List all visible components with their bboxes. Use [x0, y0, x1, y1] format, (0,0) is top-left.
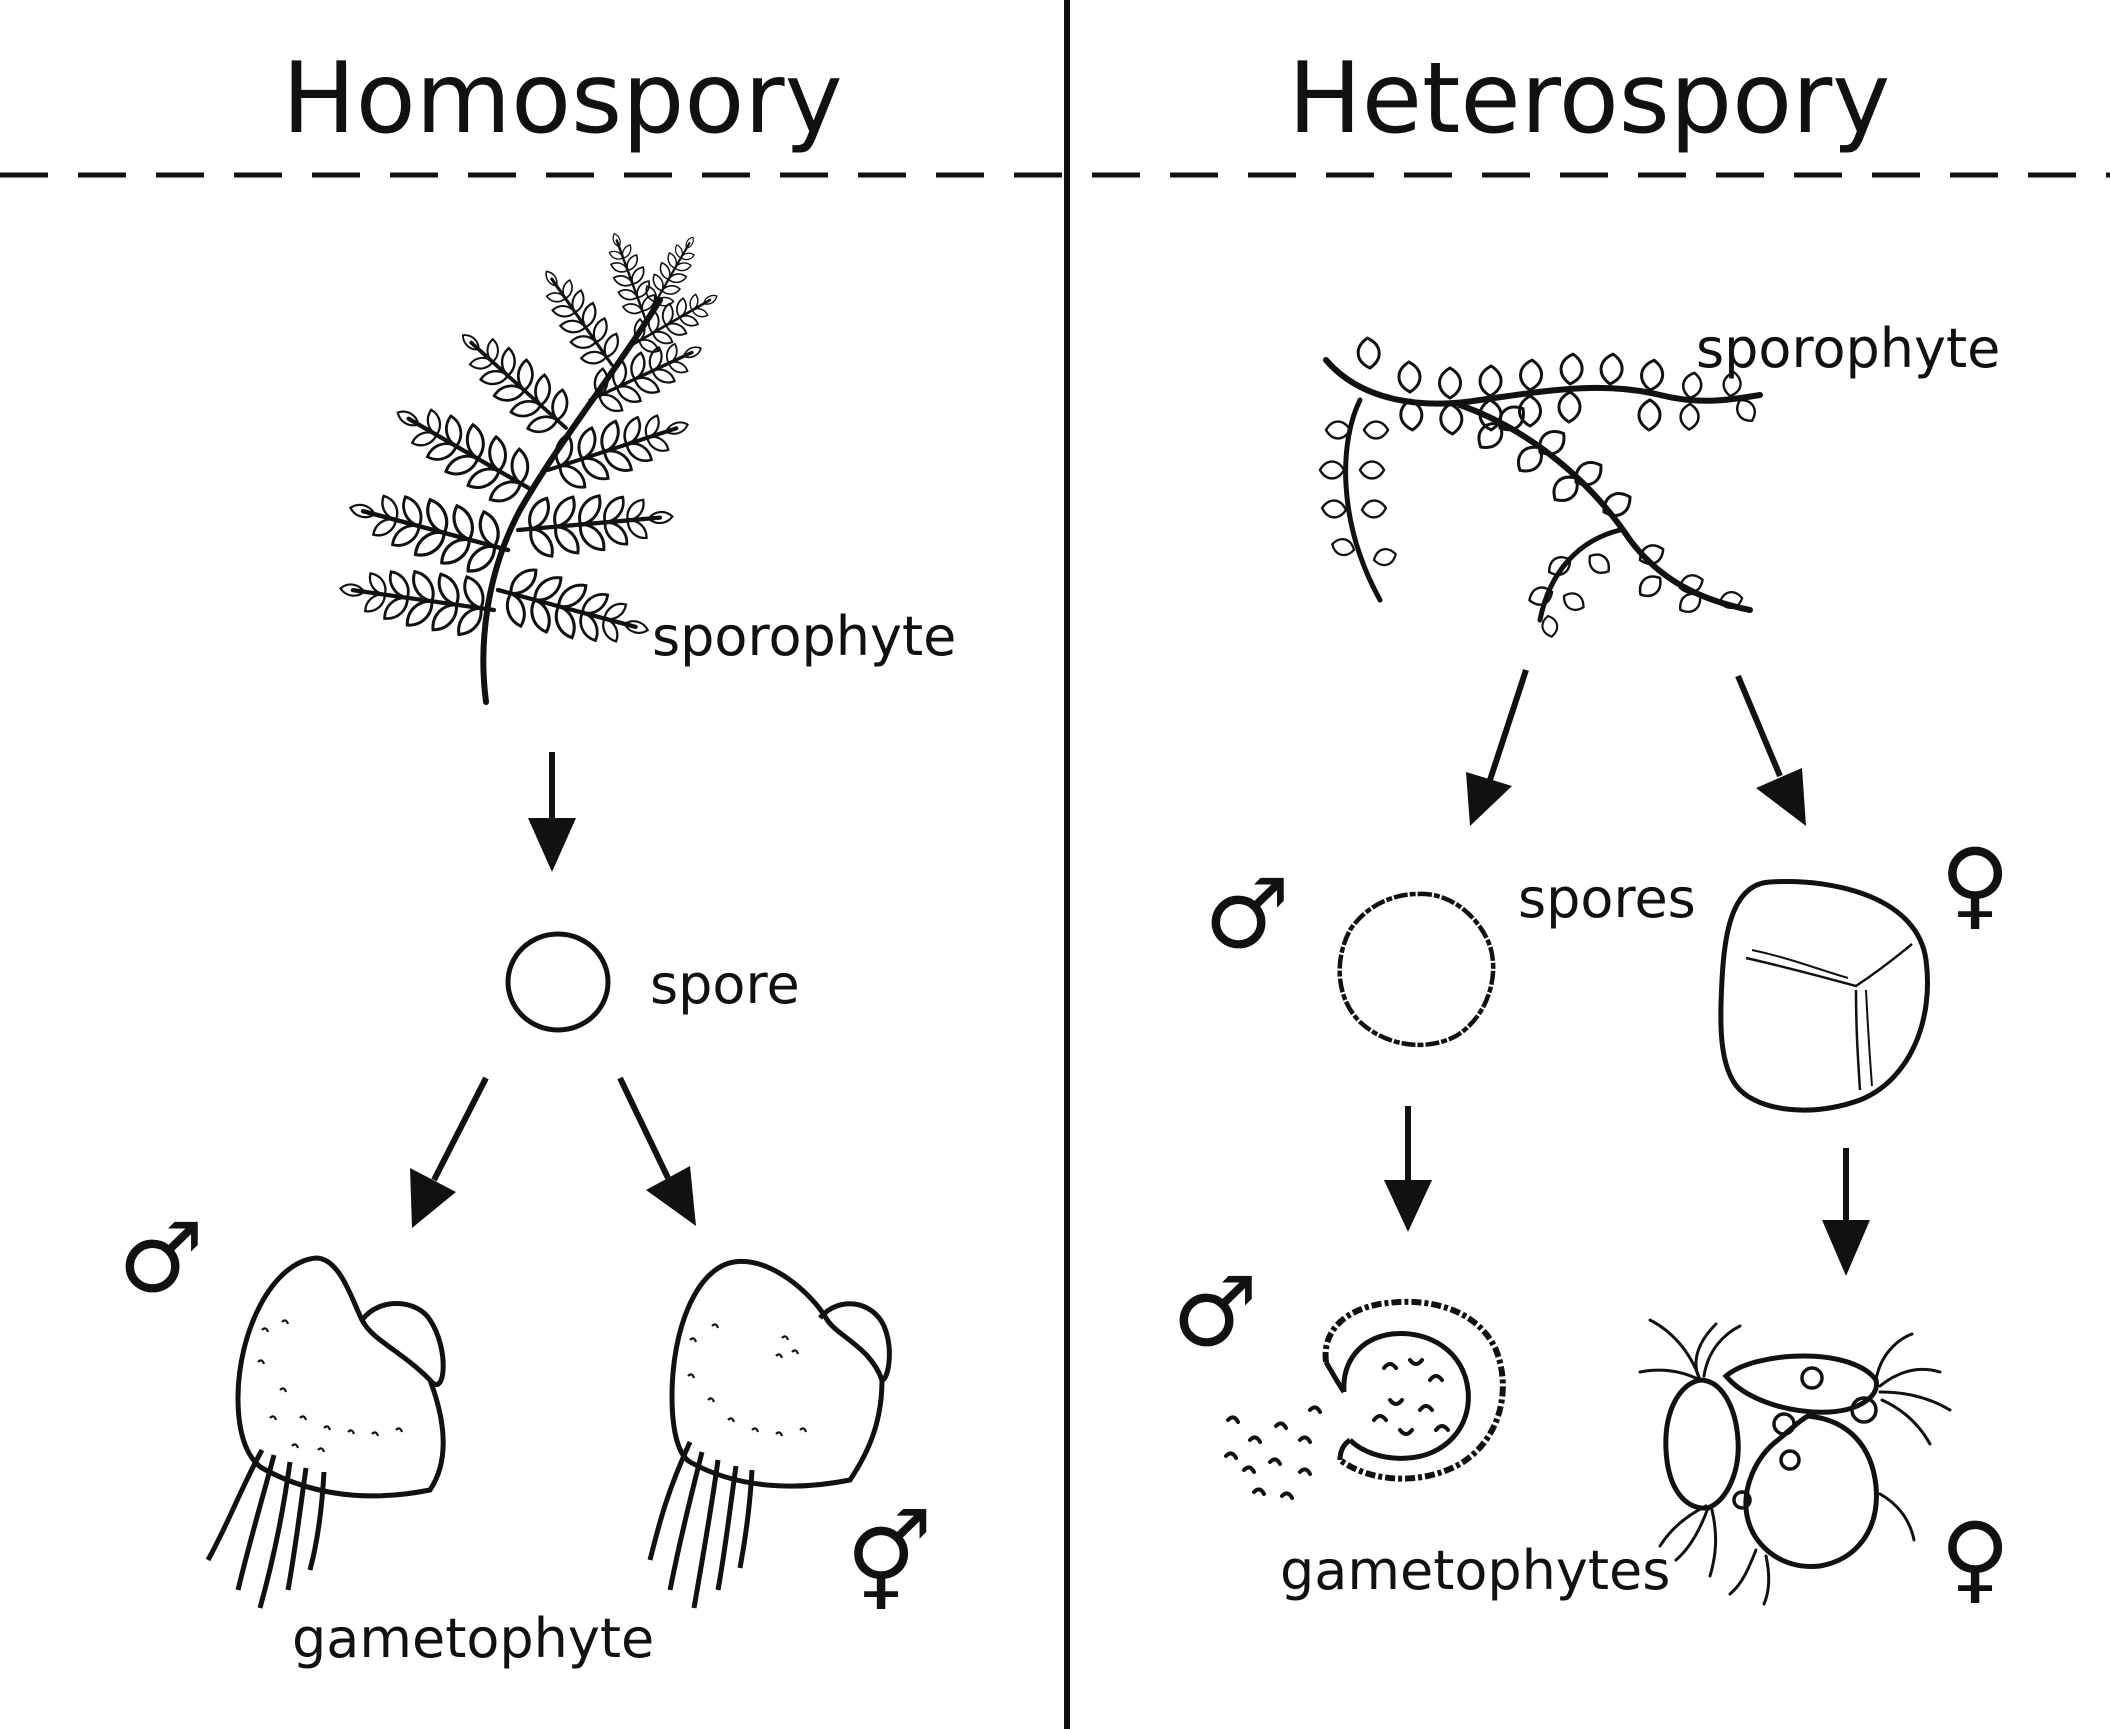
right-sporophyte-label: sporophyte — [1696, 317, 2001, 380]
female-gametophyte-symbol-icon: ♀ — [1940, 1502, 2011, 1614]
spore-icon — [505, 931, 611, 1033]
megaspore-icon — [1718, 879, 1930, 1113]
spores-label: spores — [1518, 867, 1696, 930]
arrow-icon — [528, 752, 576, 872]
water-fern-icon — [1318, 335, 1763, 640]
arrow-icon — [1822, 1148, 1870, 1276]
arrow-icon — [1735, 674, 1806, 826]
bisexual-symbol-icon: ⚥ — [846, 1508, 933, 1620]
male-symbol-icon: ♂ — [118, 1202, 205, 1314]
microspore-icon — [1337, 891, 1496, 1048]
prothallus-icon — [205, 1255, 446, 1609]
homospory-heading: Homospory — [282, 42, 843, 156]
arrow-icon — [1466, 669, 1529, 826]
left-sporophyte-label: sporophyte — [652, 605, 957, 668]
spore-label: spore — [650, 953, 800, 1016]
female-gametophyte-icon — [1638, 1318, 1952, 1606]
heterospory-heading: Heterospory — [1288, 42, 1891, 156]
arrow-icon — [617, 1076, 696, 1226]
male-spore-symbol-icon: ♂ — [1204, 858, 1291, 970]
gametophyte-label: gametophyte — [292, 1607, 655, 1670]
male-gametophyte-symbol-icon: ♂ — [1172, 1256, 1259, 1368]
prothallus-icon — [647, 1258, 892, 1609]
arrow-icon — [1384, 1106, 1432, 1232]
fern-frond-icon — [336, 227, 727, 705]
gametophytes-label: gametophytes — [1280, 1539, 1671, 1602]
female-spore-symbol-icon: ♀ — [1940, 828, 2011, 940]
arrow-icon — [410, 1076, 489, 1228]
male-gametophyte-icon — [1224, 1298, 1506, 1500]
